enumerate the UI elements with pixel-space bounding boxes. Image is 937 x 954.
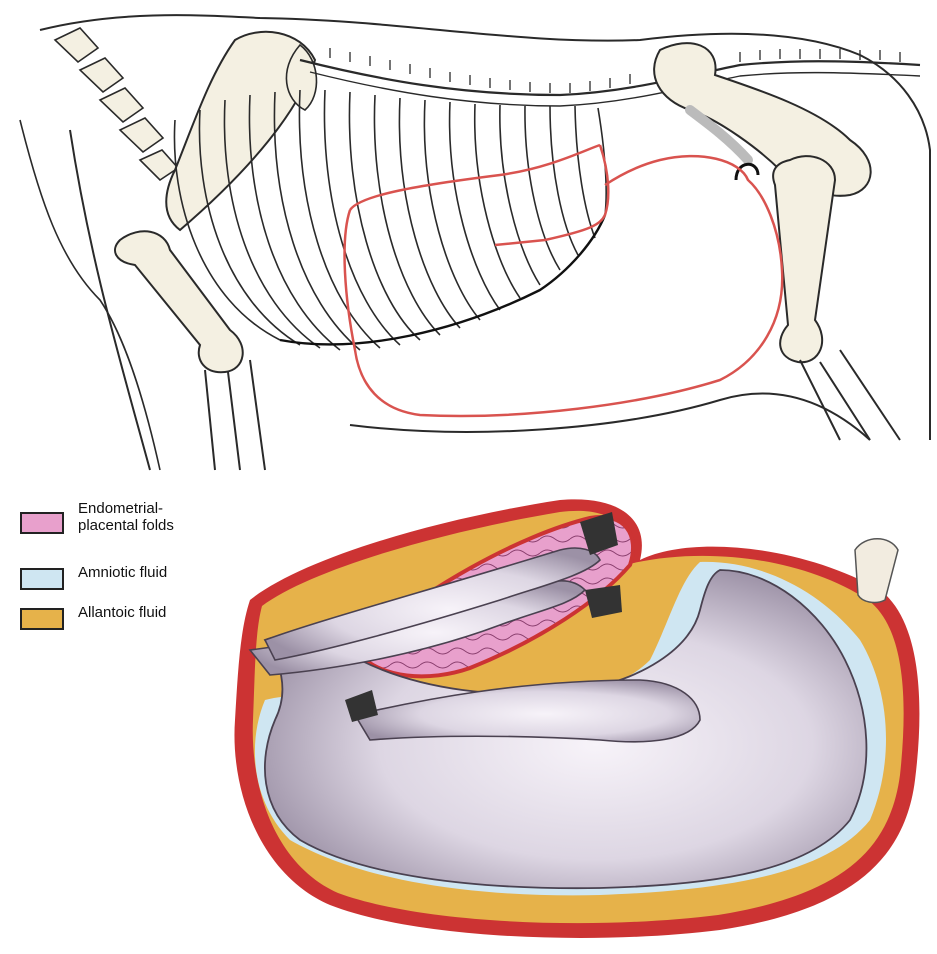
legend-item-endometrial-placental-folds: Endometrial- placental folds xyxy=(20,500,250,560)
legend-swatch-amniotic xyxy=(20,568,64,590)
legend-item-amniotic-fluid: Amniotic fluid xyxy=(20,560,250,600)
legend-swatch-folds xyxy=(20,512,64,534)
foal-in-utero-illustration xyxy=(234,499,919,938)
legend-label: Allantoic fluid xyxy=(78,604,166,621)
mare-chest-outline xyxy=(20,120,160,470)
pelvis xyxy=(654,43,871,196)
vertebral-processes xyxy=(330,48,900,93)
hindleg-bones xyxy=(800,350,900,440)
foreleg-bones xyxy=(205,360,265,470)
sternum-edge xyxy=(280,215,605,344)
legend-label: Endometrial- placental folds xyxy=(78,500,228,534)
legend: Endometrial- placental folds Amniotic fl… xyxy=(20,500,250,640)
mare-skeleton-illustration xyxy=(20,15,930,470)
legend-label: Amniotic fluid xyxy=(78,564,167,581)
uterus-outline xyxy=(345,145,783,416)
legend-swatch-allantoic xyxy=(20,608,64,630)
umbilical-cord-stub xyxy=(855,539,898,603)
legend-item-allantoic-fluid: Allantoic fluid xyxy=(20,600,250,640)
